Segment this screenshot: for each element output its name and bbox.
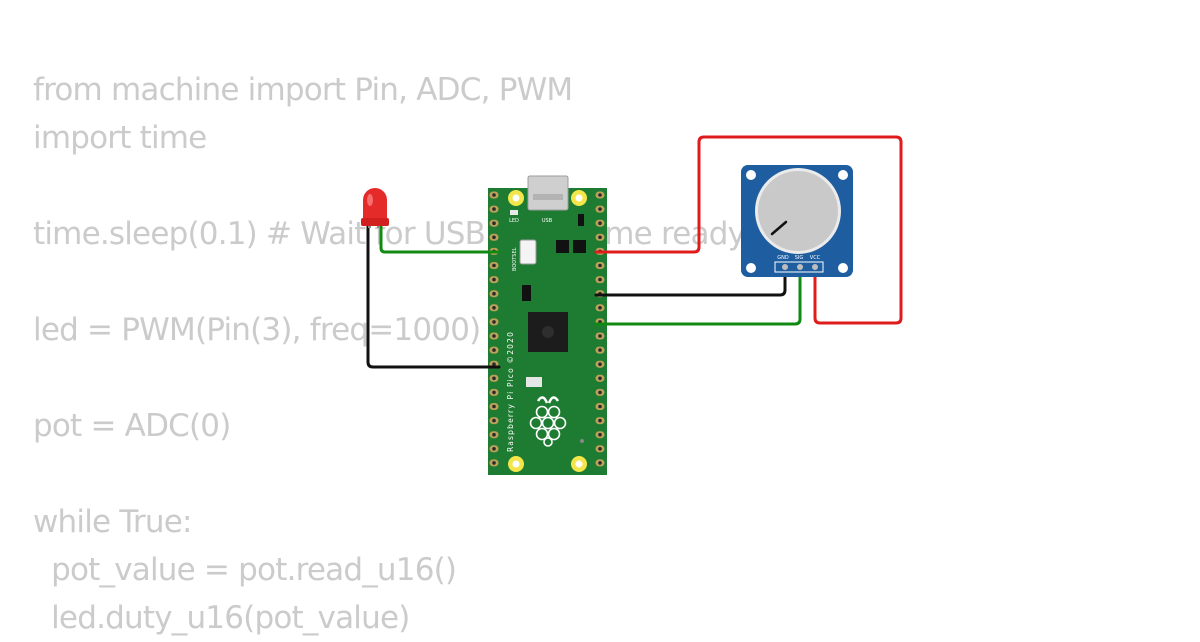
header-pin-hole [598,390,602,395]
bootsel-silkscreen-label: BOOTSEL [512,247,518,271]
header-pin-hole [492,348,496,352]
header-pin-hole [598,447,602,451]
pot-vcc-label: VCC [810,255,821,261]
mounting-holes [508,190,587,472]
led-silkscreen-label: LED [509,218,519,224]
pot-pin-header [774,261,824,273]
header-pin-hole [492,263,496,268]
header-pin-hole [492,221,496,225]
code-line: while True: [33,504,192,540]
wire-led-cathode[interactable] [366,223,501,369]
header-pin-hole [598,404,602,409]
code-line: pot = ADC(0) [33,408,231,444]
header-pin-hole [492,193,496,197]
header-pin-hole [492,320,496,324]
wire-gnd[interactable] [594,266,787,297]
wire-signal[interactable] [594,266,802,326]
header-pin-hole [492,418,496,423]
header-pin-hole [598,306,602,310]
header-pin-hole [492,390,496,395]
led-highlight [367,194,373,206]
pot-mount-hole [838,170,848,180]
board-components [522,214,586,443]
header-pin-hole [492,404,496,409]
header-pin-hole [598,207,602,211]
code-line: import time [33,120,207,156]
usb-connector[interactable] [527,175,569,211]
wire-led-anode[interactable] [379,223,501,254]
header-pin-hole [492,334,496,338]
header-pin-hole [598,235,602,240]
header-pin-hole [598,334,602,338]
pot-knob-indicator [770,220,788,236]
code-line: pot_value = pot.read_u16() [33,552,457,588]
code-line: from machine import Pin, ADC, PWM [33,72,573,108]
pot-pin-vcc[interactable] [812,264,818,270]
header-pin-hole [492,376,496,381]
bootsel-button[interactable] [519,239,537,265]
code-line: time.sleep(0.1) # Wait for USB to become… [33,216,746,252]
wire-vcc[interactable] [594,135,903,325]
pot-pin-gnd[interactable] [782,264,788,270]
header-pin-hole [598,221,602,225]
raspberry-pi-logo-icon [529,396,567,447]
header-pin-hole [598,263,602,268]
pot-pin-sig[interactable] [797,264,803,270]
header-pin-hole [492,306,496,310]
wires [366,135,903,369]
header-pin-hole [598,461,602,465]
pot-sig-label: SIG [795,255,804,261]
board-pin-headers [489,191,605,467]
pot-gnd-label: GND [777,255,789,261]
header-pin-hole [492,277,496,282]
pot-mount-hole [838,263,848,273]
header-pin-hole [598,418,602,423]
pot-knob[interactable] [758,171,838,251]
header-pin-hole [598,362,602,367]
pot-mount-hole [746,263,756,273]
header-pin-hole [492,362,496,367]
header-pin-hole [598,277,602,282]
header-pin-hole [598,348,602,352]
header-pin-hole [492,207,496,211]
header-pin-hole [492,432,496,437]
code-editor[interactable]: from machine import Pin, ADC, PWM import… [33,66,746,642]
raspberry-pi-pico-board[interactable]: LED USB BOOTSEL [488,175,607,475]
header-pin-hole [492,447,496,451]
header-pin-hole [598,432,602,437]
header-pin-hole [492,291,496,296]
header-pin-hole [492,461,496,465]
header-pin-hole [598,193,602,197]
red-led[interactable] [361,188,389,228]
board-name-label: Raspberry Pi Pico ©2020 [506,331,515,452]
header-pin-hole [598,376,602,381]
onboard-led [510,210,518,215]
rp2040-chip [528,312,568,352]
usb-silkscreen-label: USB [542,218,553,224]
pot-mount-hole [746,170,756,180]
code-line: led = PWM(Pin(3), freq=1000) [33,312,481,348]
led-body [363,188,387,222]
potentiometer-module[interactable]: GND SIG VCC [741,165,853,277]
led-rim [361,218,389,226]
header-pin-hole [492,235,496,240]
